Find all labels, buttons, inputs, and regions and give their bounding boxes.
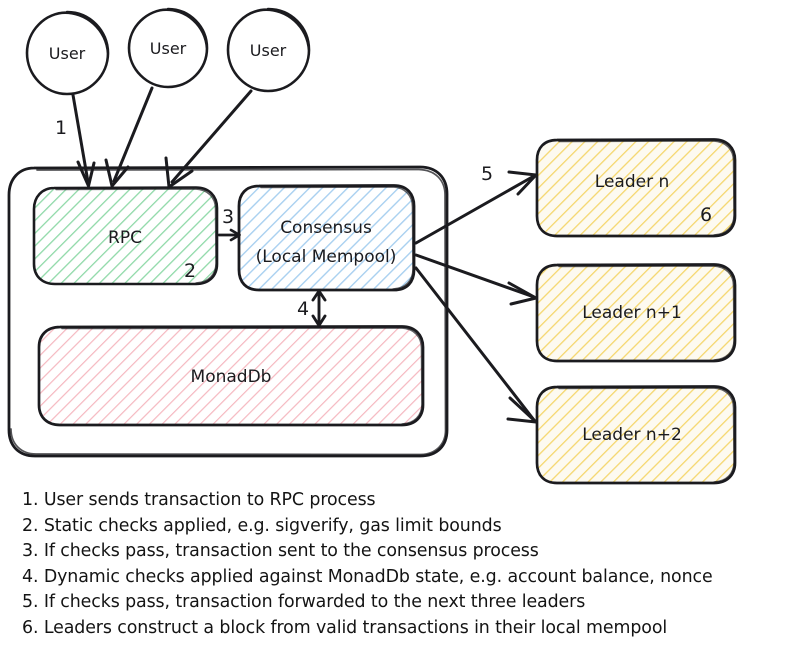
- arrow-consensus-to-leader-n2: [414, 266, 538, 424]
- leader-n-box-label: Leader n: [595, 172, 669, 192]
- leader-n2-box-label: Leader n+2: [582, 425, 682, 445]
- consensus-box: Consensus (Local Mempool): [237, 184, 416, 292]
- arrow-consensus-to-leader-n: 5: [414, 163, 538, 245]
- user-node-3-label: User: [250, 41, 287, 60]
- leader-n-box: Leader n 6: [535, 138, 737, 238]
- monaddb-box: MonadDb: [37, 325, 425, 427]
- arrow-consensus-monaddb: 4: [297, 289, 327, 327]
- rpc-box: RPC 2: [32, 186, 219, 286]
- legend-item-5: 5. If checks pass, transaction forwarded…: [22, 592, 586, 613]
- legend-item-4: 4. Dynamic checks applied against MonadD…: [22, 566, 713, 587]
- legend-item-2: 2. Static checks applied, e.g. sigverify…: [22, 515, 502, 536]
- step-badge-4: 4: [297, 298, 309, 320]
- arrow-rpc-to-consensus: 3: [217, 206, 241, 242]
- legend-item-3: 3. If checks pass, transaction sent to t…: [22, 541, 539, 562]
- step-badge-2: 2: [184, 260, 196, 282]
- leader-n1-box: Leader n+1: [535, 263, 737, 363]
- user-node-1: User: [25, 10, 110, 96]
- user-node-2-label: User: [150, 39, 187, 58]
- arrow-user2-to-rpc: [104, 86, 154, 188]
- monaddb-box-label: MonadDb: [191, 367, 272, 387]
- consensus-box-label-line1: Consensus: [280, 218, 372, 238]
- user-node-1-label: User: [49, 44, 86, 63]
- leader-n2-box: Leader n+2: [535, 385, 737, 485]
- step-badge-3: 3: [222, 206, 234, 228]
- rpc-box-label: RPC: [108, 228, 142, 248]
- legend-item-6: 6. Leaders construct a block from valid …: [22, 617, 668, 638]
- legend-item-1: 1. User sends transaction to RPC process: [22, 490, 376, 510]
- user-node-2: User: [127, 7, 209, 89]
- step-badge-5: 5: [481, 163, 493, 185]
- consensus-box-label-line2: (Local Mempool): [256, 247, 397, 267]
- user-node-3: User: [226, 7, 311, 93]
- step-badge-6: 6: [700, 204, 712, 226]
- leader-n1-box-label: Leader n+1: [582, 303, 682, 323]
- legend-list: 1. User sends transaction to RPC process…: [22, 488, 792, 642]
- arrow-user1-to-rpc: [71, 93, 96, 188]
- arrow-consensus-to-leader-n1: [414, 253, 538, 306]
- step-badge-1: 1: [55, 117, 67, 139]
- arrow-user3-to-rpc: [164, 89, 253, 189]
